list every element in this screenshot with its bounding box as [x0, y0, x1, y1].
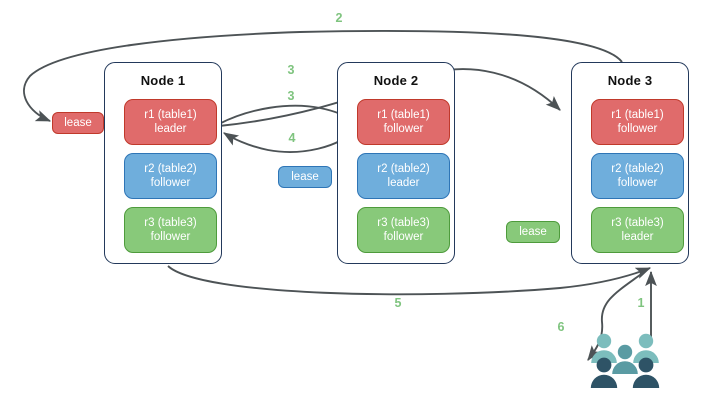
range-name: r3 (table3) [144, 217, 197, 229]
range-card-node1-r1[interactable]: r1 (table1) leader [124, 99, 217, 145]
range-name: r2 (table2) [144, 163, 197, 175]
node-title-1: Node 1 [140, 73, 186, 88]
node-title-2: Node 2 [373, 73, 419, 88]
lease-label: lease [519, 226, 547, 238]
range-card-node3-r3[interactable]: r3 (table3) leader [591, 207, 684, 253]
range-role: leader [387, 177, 420, 189]
step-label-6: 6 [557, 320, 565, 334]
range-name: r3 (table3) [611, 217, 664, 229]
lease-chip-r2[interactable]: lease [278, 166, 332, 188]
lease-chip-r1[interactable]: lease [52, 112, 104, 134]
range-role: leader [621, 231, 654, 243]
range-role: leader [154, 123, 187, 135]
range-name: r1 (table1) [377, 109, 430, 121]
arrow-step-2 [23, 29, 623, 122]
range-card-node3-r2[interactable]: r2 (table2) follower [591, 153, 684, 199]
range-role: follower [617, 123, 658, 135]
range-card-node2-r2[interactable]: r2 (table2) leader [357, 153, 450, 199]
node-container-1[interactable]: Node 1 r1 (table1) leader r2 (table2) fo… [104, 62, 222, 264]
step-label-3b: 3 [287, 89, 295, 103]
node-container-3[interactable]: Node 3 r1 (table1) follower r2 (table2) … [571, 62, 689, 264]
users-icon [590, 333, 660, 388]
step-label-1: 1 [637, 296, 645, 310]
arrow-step-5 [167, 265, 652, 296]
range-name: r1 (table1) [611, 109, 664, 121]
range-card-node2-r3[interactable]: r3 (table3) follower [357, 207, 450, 253]
range-role: follower [383, 231, 424, 243]
range-role: follower [150, 231, 191, 243]
range-role: follower [617, 177, 658, 189]
range-card-node1-r2[interactable]: r2 (table2) follower [124, 153, 217, 199]
step-label-2: 2 [335, 11, 343, 25]
step-label-4: 4 [288, 131, 296, 145]
arrow-step-6 [587, 271, 645, 361]
range-name: r2 (table2) [611, 163, 664, 175]
node-container-2[interactable]: Node 2 r1 (table1) follower r2 (table2) … [337, 62, 455, 264]
lease-label: lease [291, 171, 319, 183]
range-role: follower [150, 177, 191, 189]
step-label-3a: 3 [287, 63, 295, 77]
lease-label: lease [64, 117, 92, 129]
range-name: r1 (table1) [144, 109, 197, 121]
step-label-5: 5 [394, 296, 402, 310]
range-card-node3-r1[interactable]: r1 (table1) follower [591, 99, 684, 145]
range-role: follower [383, 123, 424, 135]
lease-chip-r3[interactable]: lease [506, 221, 560, 243]
range-card-node1-r3[interactable]: r3 (table3) follower [124, 207, 217, 253]
range-card-node2-r1[interactable]: r1 (table1) follower [357, 99, 450, 145]
range-name: r3 (table3) [377, 217, 430, 229]
range-name: r2 (table2) [377, 163, 430, 175]
node-title-3: Node 3 [607, 73, 653, 88]
